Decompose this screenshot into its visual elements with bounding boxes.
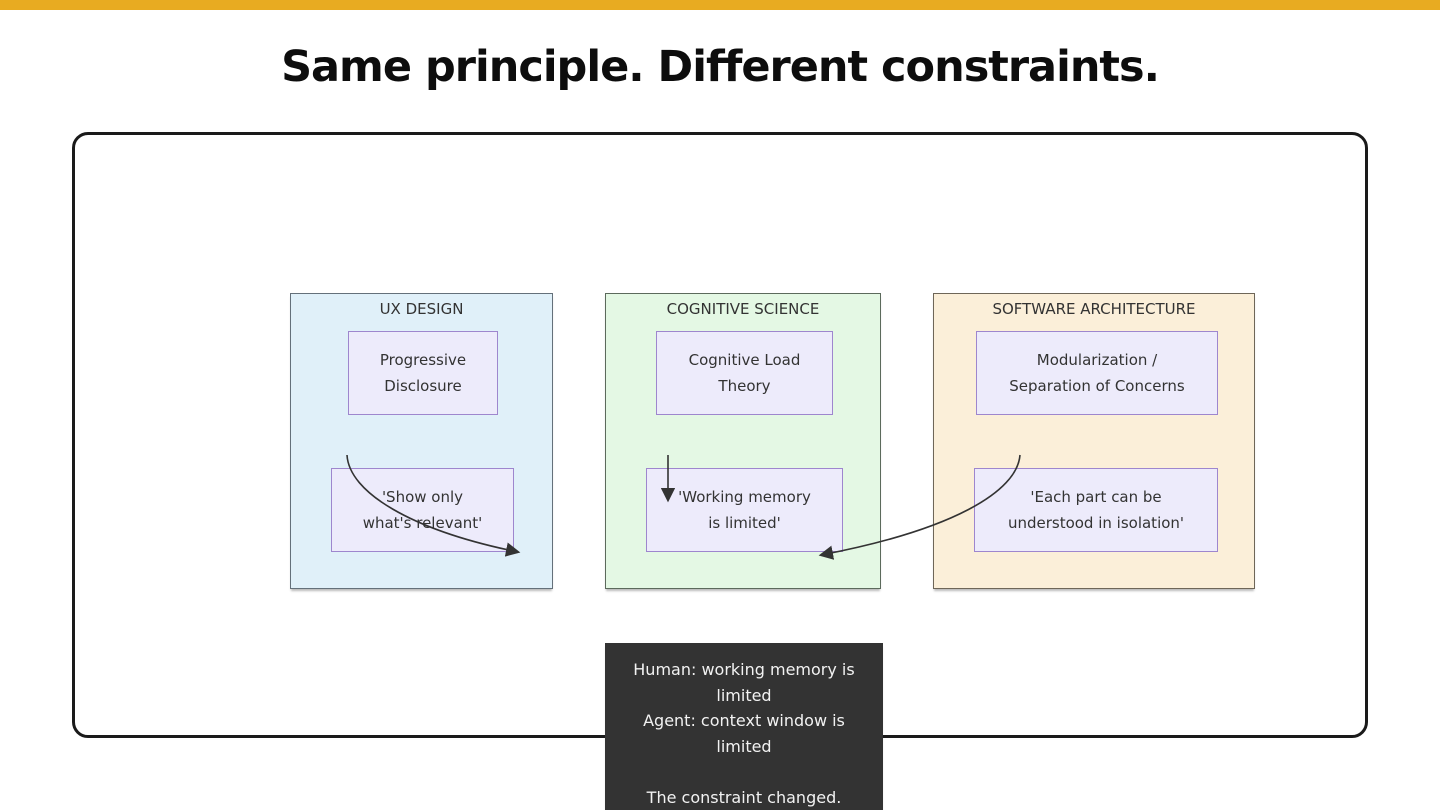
conclusion-box: Human: working memory is limited Agent: … — [605, 643, 883, 810]
group-software-architecture: SOFTWARE ARCHITECTURE Modularization / S… — [933, 293, 1255, 589]
diagram-container: UX DESIGN Progressive Disclosure 'Show o… — [72, 132, 1368, 810]
card-understood-in-isolation: 'Each part can be understood in isolatio… — [974, 468, 1218, 552]
card-progressive-disclosure: Progressive Disclosure — [348, 331, 498, 415]
card-working-memory-limited: 'Working memory is limited' — [646, 468, 843, 552]
group-ux-design-label: UX DESIGN — [379, 300, 464, 318]
card-modularization: Modularization / Separation of Concerns — [976, 331, 1218, 415]
card-show-only-relevant: 'Show only what's relevant' — [331, 468, 514, 552]
page-title: Same principle. Different constraints. — [281, 42, 1160, 92]
group-cognitive-science: COGNITIVE SCIENCE Cognitive Load Theory … — [605, 293, 881, 589]
group-software-architecture-label: SOFTWARE ARCHITECTURE — [992, 300, 1196, 318]
group-cognitive-science-label: COGNITIVE SCIENCE — [666, 300, 820, 318]
group-ux-design: UX DESIGN Progressive Disclosure 'Show o… — [290, 293, 553, 589]
accent-top-bar — [0, 0, 1440, 10]
card-cognitive-load-theory: Cognitive Load Theory — [656, 331, 833, 415]
